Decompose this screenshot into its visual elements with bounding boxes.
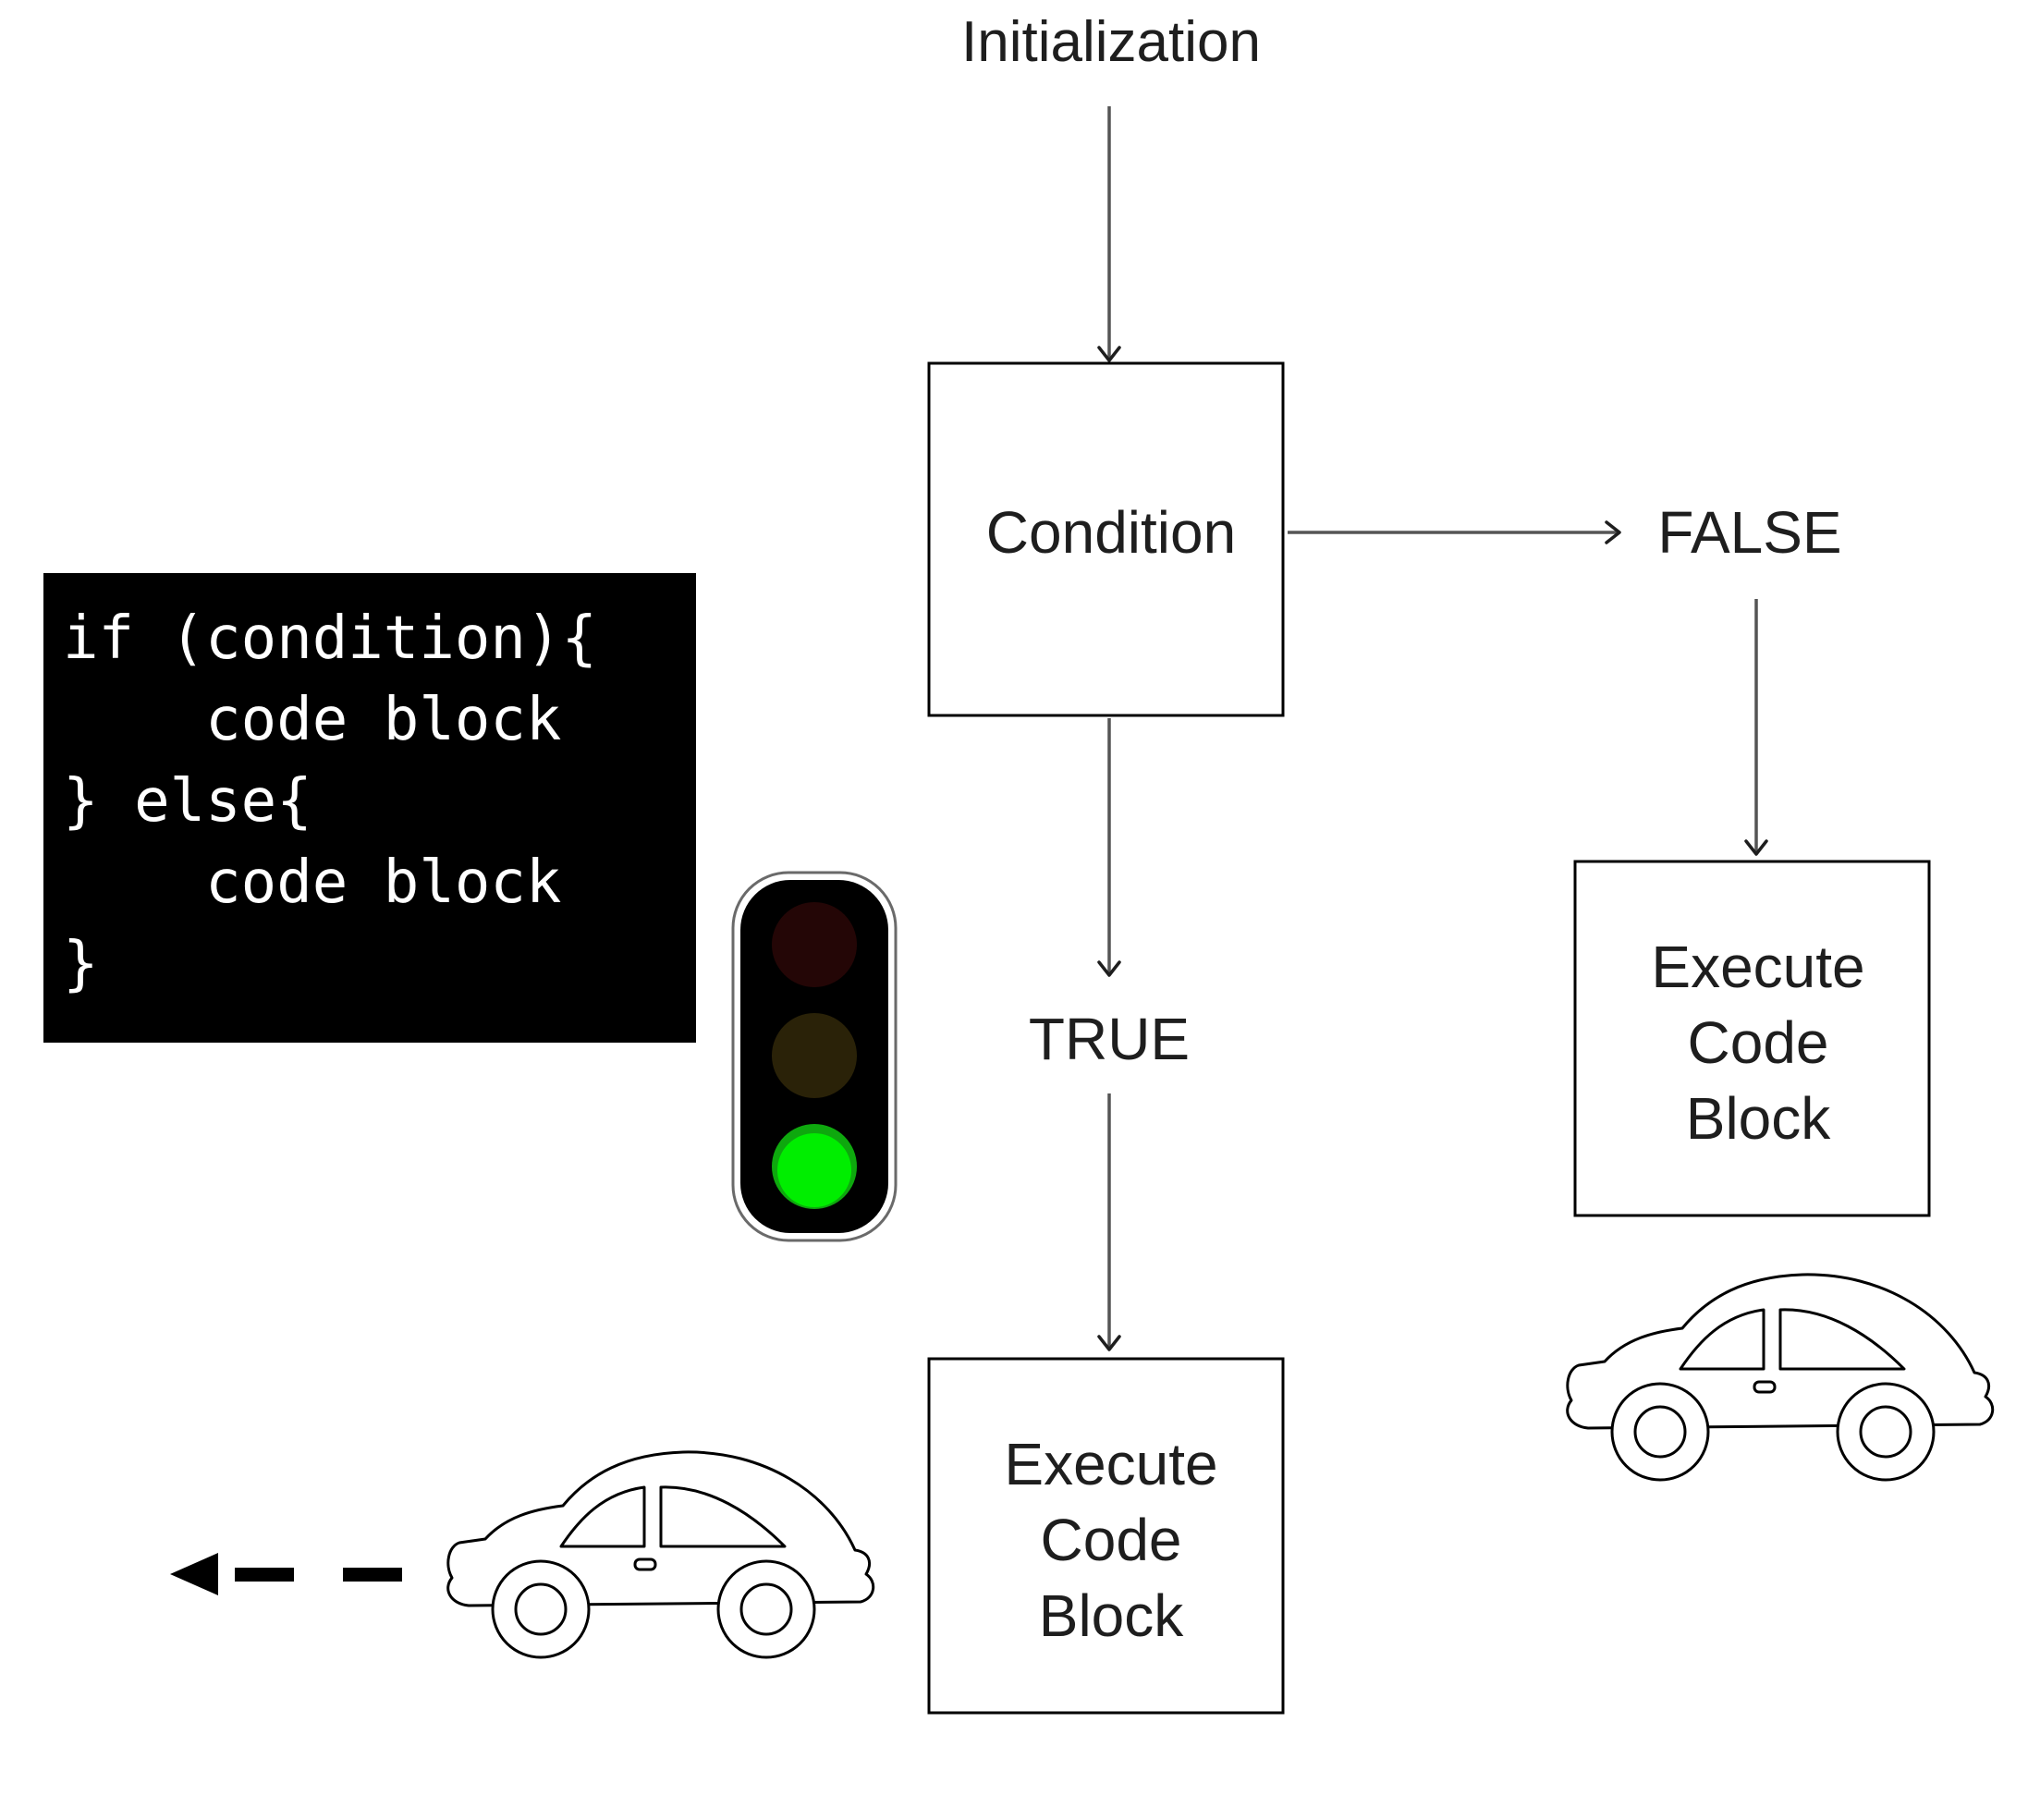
connector-condition-to-false [1288, 520, 1621, 544]
code-line-3: } else{ [63, 767, 312, 836]
execute-true-line-3: Block [1039, 1582, 1185, 1649]
initialization-label: Initialization [961, 10, 1261, 74]
execute-true-line-1: Execute [1004, 1431, 1217, 1497]
code-snippet-panel: if (condition){ code block } else{ code … [43, 573, 696, 1043]
condition-label: Condition [986, 499, 1236, 566]
execute-false-line-3: Block [1686, 1085, 1832, 1152]
execute-box-true: Execute Code Block [927, 1357, 1285, 1715]
true-label: TRUE [1029, 1006, 1190, 1072]
dashed-left-arrow-icon [170, 1553, 402, 1595]
execute-false-line-2: Code [1688, 1009, 1829, 1076]
car-icon-stopped [1566, 1273, 1995, 1482]
car-icon-moving [446, 1450, 875, 1659]
connector-true-to-execute [1097, 1093, 1121, 1351]
connector-false-to-execute [1744, 599, 1768, 856]
red-light [772, 902, 857, 987]
execute-true-line-2: Code [1041, 1507, 1182, 1573]
code-line-2: code block [63, 686, 561, 754]
yellow-light [772, 1013, 857, 1098]
execute-false-line-1: Execute [1651, 934, 1864, 1000]
connector-init-to-condition [1097, 106, 1121, 362]
condition-box: Condition [927, 361, 1285, 717]
code-line-5: } [63, 930, 99, 998]
code-line-4: code block [63, 849, 561, 917]
execute-box-false: Execute Code Block [1573, 860, 1931, 1217]
traffic-light-icon [731, 871, 898, 1242]
false-label: FALSE [1657, 499, 1841, 566]
code-line-1: if (condition){ [63, 605, 597, 673]
connector-condition-to-true [1097, 718, 1121, 977]
